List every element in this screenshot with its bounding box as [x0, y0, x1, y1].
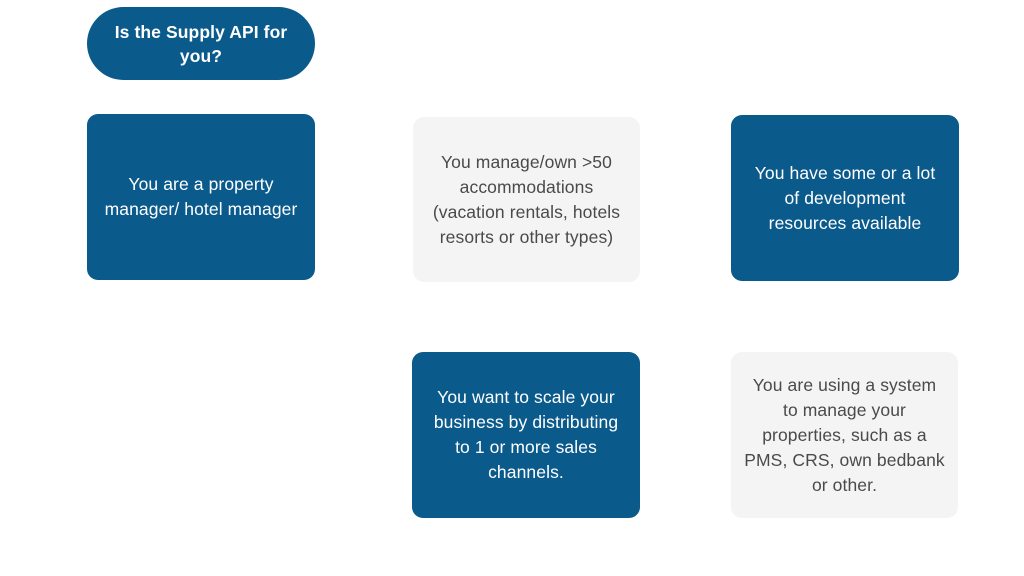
criterion-box-property-manager: You are a property manager/ hotel manage…: [87, 114, 315, 280]
title-pill: Is the Supply API for you?: [87, 7, 315, 80]
criterion-text: You want to scale your business by distr…: [433, 387, 619, 482]
criterion-text: You have some or a lot of development re…: [754, 162, 936, 233]
criterion-text: You are a property manager/ hotel manage…: [104, 174, 298, 219]
title-text: Is the Supply API for you?: [114, 21, 288, 66]
criterion-box-accommodations: You manage/own >50 accommodations (vacat…: [413, 117, 640, 282]
criterion-text: You are using a system to manage your pr…: [744, 374, 945, 495]
criterion-box-development-resources: You have some or a lot of development re…: [731, 115, 959, 281]
criterion-box-management-system: You are using a system to manage your pr…: [731, 352, 958, 518]
criterion-box-scale-business: You want to scale your business by distr…: [412, 352, 640, 518]
criterion-text: You manage/own >50 accommodations (vacat…: [432, 151, 621, 247]
